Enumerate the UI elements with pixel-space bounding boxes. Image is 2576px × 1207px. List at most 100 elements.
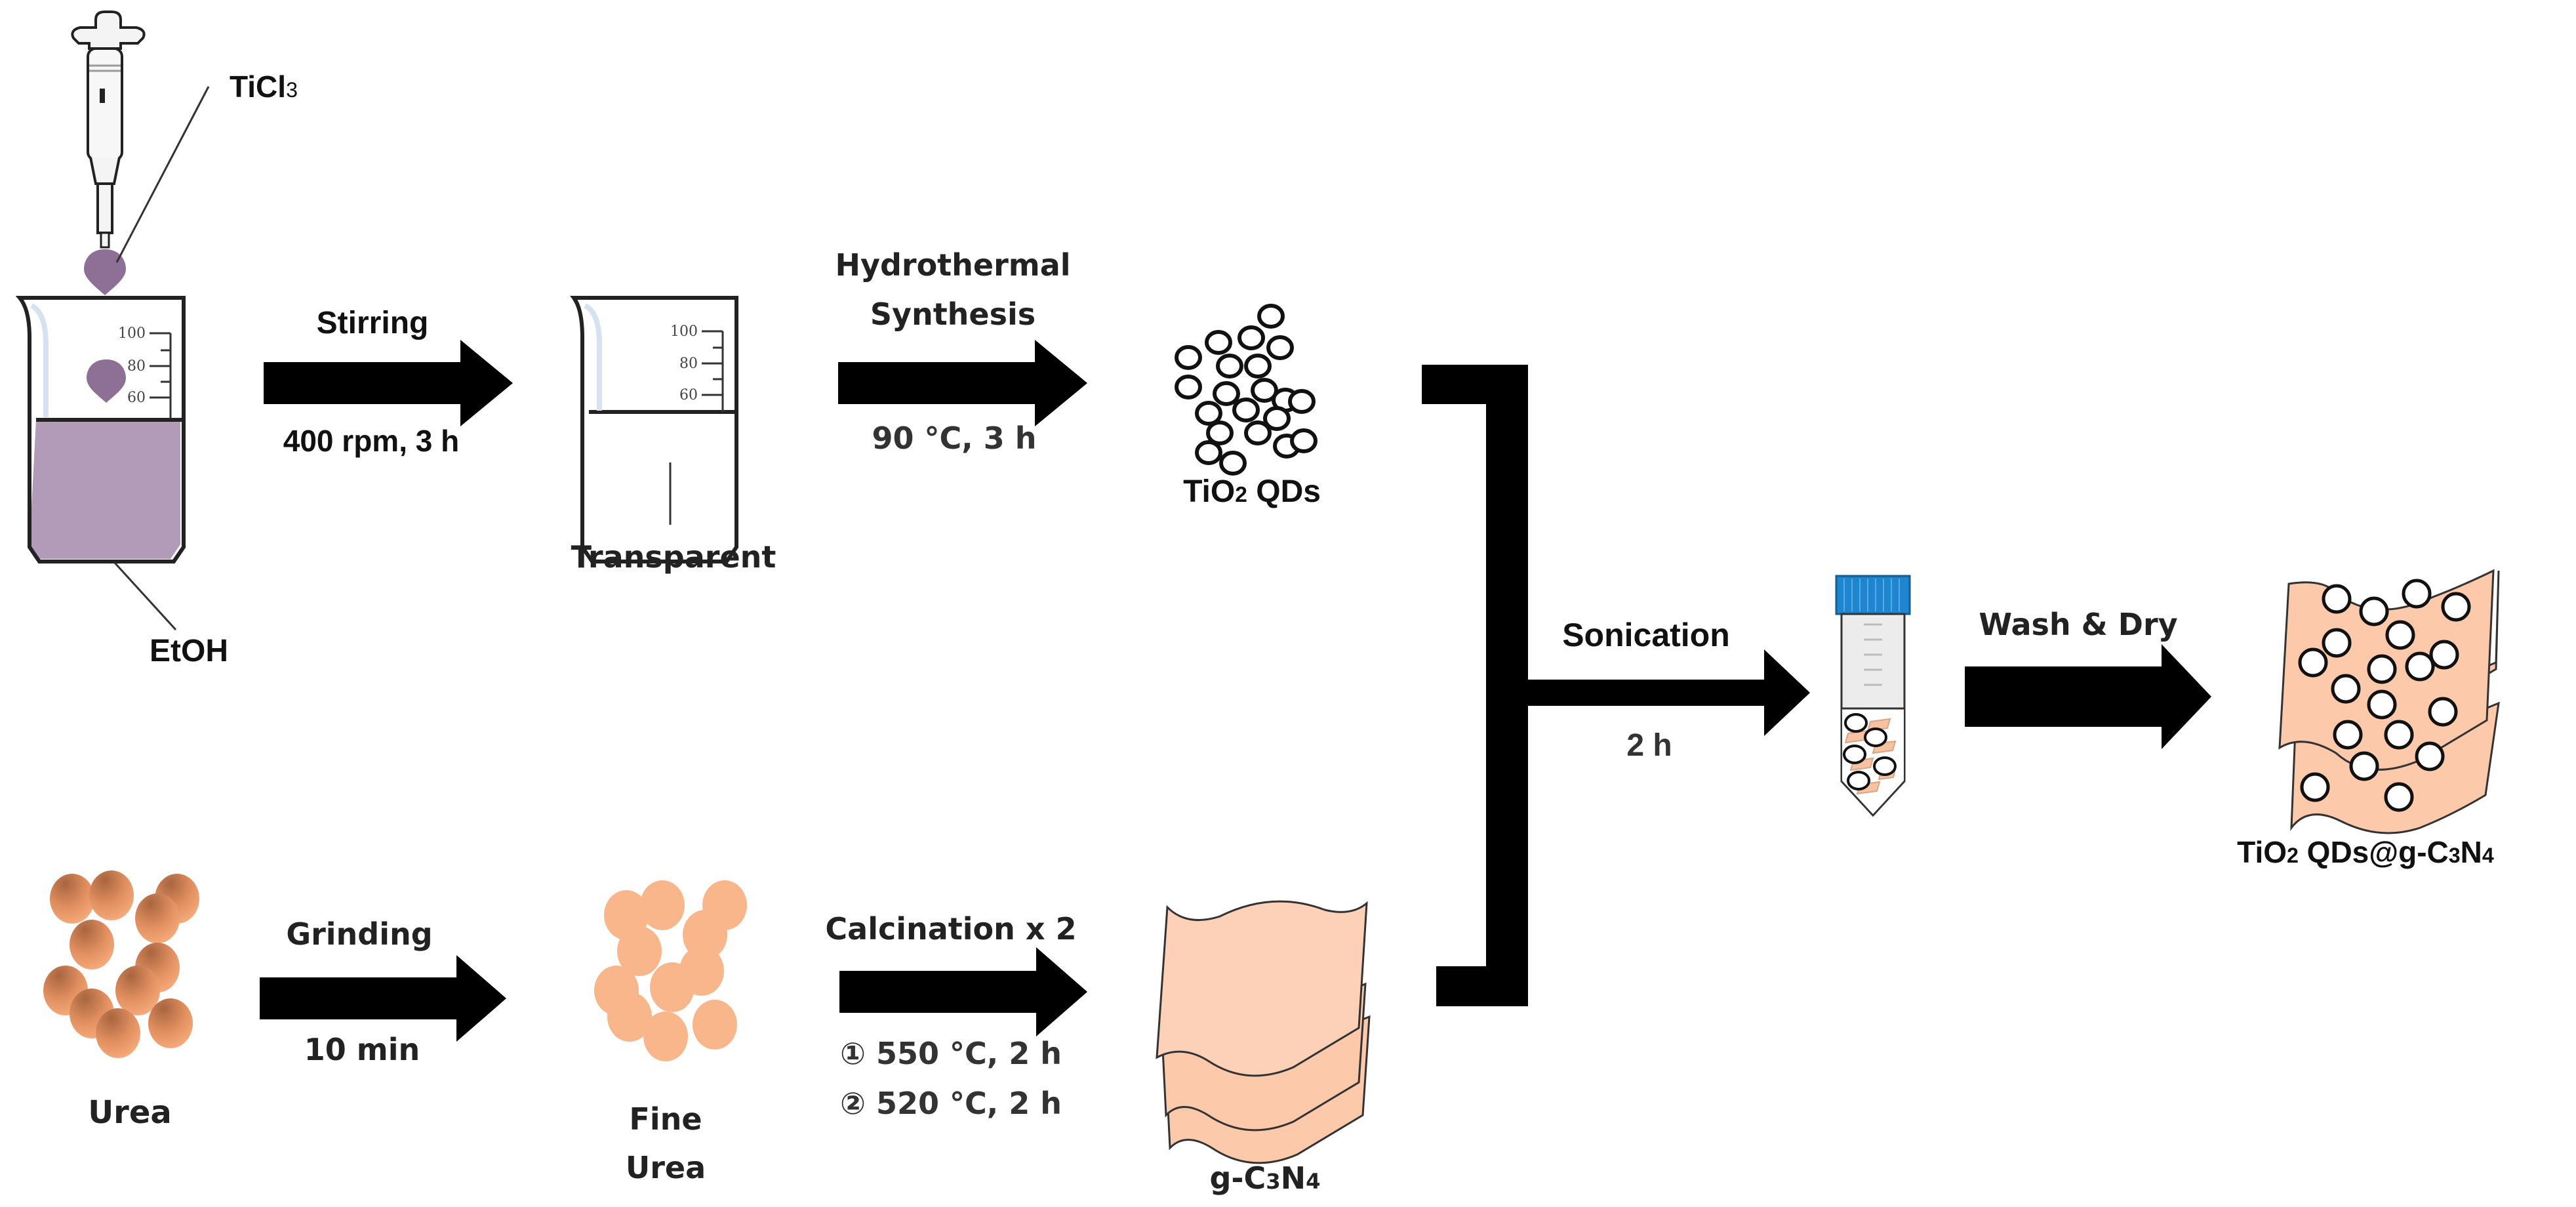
tick-60: 60 — [679, 387, 698, 403]
composite-quantum-dot — [2298, 647, 2328, 678]
ticl3-leader-line — [115, 86, 210, 263]
urea-particle — [89, 870, 134, 920]
ticl3-droplet — [84, 249, 126, 295]
fine-urea-particles — [594, 880, 747, 1061]
transparent-label: Transparent — [571, 539, 776, 575]
hydrothermal-label-line1: Hydrothermal — [835, 247, 1070, 283]
calcination-arrow — [839, 947, 1087, 1036]
quantum-dot — [1263, 406, 1291, 431]
composite-quantum-dot — [2331, 674, 2361, 704]
composite-quantum-dot — [2359, 596, 2389, 626]
composite-quantum-dot — [2384, 782, 2414, 812]
composite-quantum-dot — [2428, 697, 2458, 727]
composite-quantum-dot — [2405, 651, 2435, 682]
quantum-dot — [1244, 354, 1272, 378]
beaker-transparent: 100 80 60 — [570, 296, 738, 563]
fine-urea-particle — [683, 910, 727, 960]
urea-particles — [43, 870, 199, 1058]
fine-urea-particle — [607, 992, 652, 1042]
quantum-dot — [1238, 325, 1265, 350]
sonication-arrow — [1528, 649, 1810, 736]
tick-100: 100 — [118, 325, 146, 342]
quantum-dot — [1205, 330, 1232, 355]
composite-quantum-dot — [2322, 628, 2352, 658]
composite-quantum-dot — [2367, 689, 2397, 720]
composite-quantum-dot — [2349, 751, 2379, 781]
fine-urea-label-line1: Fine — [629, 1101, 702, 1137]
composite-quantum-dot — [2385, 620, 2415, 650]
urea-particle — [135, 893, 180, 943]
wash-dry-label: Wash & Dry — [1979, 607, 2177, 642]
urea-particle — [50, 874, 94, 924]
tick-60: 60 — [127, 390, 146, 406]
fine-urea-label-line2: Urea — [626, 1150, 706, 1185]
urea-particle — [148, 998, 193, 1048]
fine-urea-particle — [617, 926, 662, 976]
hydrothermal-label-line2: Synthesis — [870, 297, 1036, 332]
quantum-dot — [1219, 451, 1247, 476]
tick-80: 80 — [127, 358, 146, 375]
composite-quantum-dot — [2384, 720, 2414, 750]
tick-100: 100 — [670, 323, 698, 340]
composite-quantum-dot — [2300, 772, 2330, 802]
tio2-qds-gc3n4-sheets — [2278, 569, 2500, 834]
quantum-dot — [1175, 345, 1202, 370]
composite-quantum-dot — [2402, 579, 2432, 609]
etoh-label: EtOH — [150, 634, 228, 668]
grinding-label: Grinding — [286, 916, 432, 952]
gc3n4-label: g-C3N4 — [1209, 1160, 1320, 1196]
urea-particle — [70, 920, 114, 970]
composite-quantum-dot — [2322, 584, 2352, 614]
tick-80: 80 — [679, 356, 698, 372]
beaker-etoh: 100 80 60 — [15, 296, 186, 563]
composite-quantum-dot — [2429, 640, 2459, 670]
grinding-arrow — [260, 955, 506, 1042]
etoh-leader-line — [113, 562, 177, 631]
sonication-condition: 2 h — [1626, 728, 1672, 763]
composite-quantum-dot — [2367, 654, 2397, 684]
quantum-dot — [1244, 420, 1272, 445]
calcination-condition-1: ① 550 °C, 2 h — [840, 1036, 1062, 1071]
quantum-dot — [1290, 428, 1318, 453]
gc3n4-sheets — [1156, 900, 1371, 1164]
calcination-label: Calcination x 2 — [825, 911, 1076, 947]
centrifuge-tube-icon — [1835, 575, 1911, 817]
quantum-dot — [1195, 401, 1222, 426]
urea-particle — [96, 1008, 140, 1058]
hydrothermal-condition: 90 °C, 3 h — [872, 420, 1036, 456]
quantum-dot — [1257, 304, 1285, 329]
wash-dry-arrow — [1965, 644, 2211, 749]
ticl3-label: TiCl3 — [230, 70, 298, 104]
calcination-condition-2: ② 520 °C, 2 h — [840, 1086, 1062, 1121]
hydrothermal-arrow — [838, 340, 1087, 426]
quantum-dot — [1213, 381, 1240, 406]
merge-bracket — [1422, 365, 1528, 1006]
quantum-dot — [1266, 335, 1294, 360]
stirring-condition: 400 rpm, 3 h — [283, 424, 459, 458]
composite-quantum-dot — [2333, 720, 2363, 750]
composite-quantum-dot — [2415, 741, 2445, 771]
stirring-label: Stirring — [317, 306, 429, 340]
quantum-dot — [1232, 398, 1260, 422]
composite-quantum-dot — [2441, 592, 2471, 622]
fine-urea-particle — [650, 962, 694, 1012]
quantum-dot — [1175, 375, 1202, 399]
falling-droplet — [87, 359, 126, 403]
tio2-qds-label: TiO2 QDs — [1183, 474, 1321, 509]
sonication-label: Sonication — [1562, 617, 1730, 653]
urea-label: Urea — [88, 1094, 172, 1131]
fine-urea-particle — [693, 1000, 737, 1050]
urea-particle — [115, 966, 160, 1015]
fine-urea-particle — [643, 1012, 688, 1061]
quantum-dot — [1206, 420, 1234, 445]
grinding-condition: 10 min — [304, 1032, 420, 1067]
beaker-graduations — [150, 332, 172, 419]
quantum-dot — [1195, 440, 1222, 465]
quantum-dot — [1251, 378, 1278, 403]
pipette-icon — [71, 10, 146, 249]
final-product-label: TiO2 QDs@g-C3N4 — [2237, 835, 2494, 869]
quantum-dot — [1216, 354, 1243, 378]
tio2-qd-cluster — [1175, 304, 1318, 476]
stirring-arrow — [264, 340, 513, 426]
